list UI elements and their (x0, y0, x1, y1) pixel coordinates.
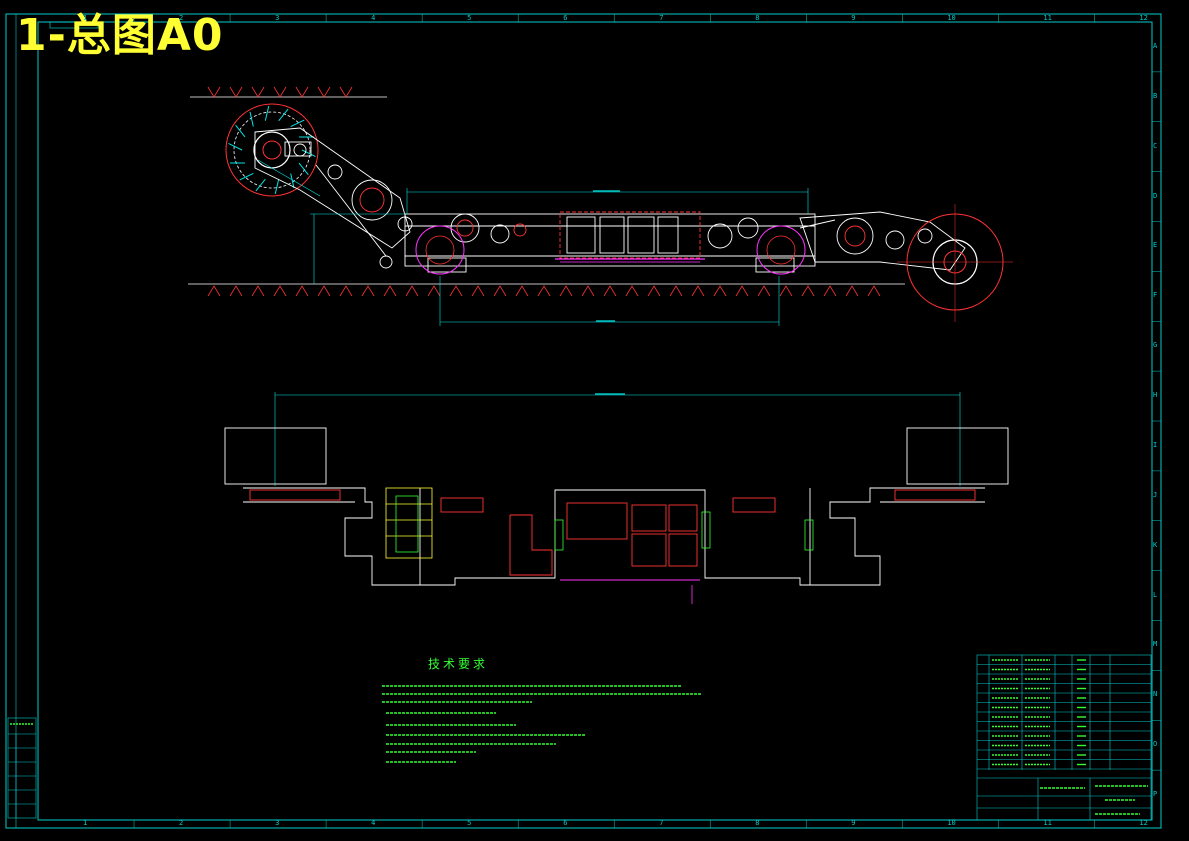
elevation-dimensions (257, 159, 809, 326)
grid-col-label-bottom: 2 (179, 819, 184, 827)
inner-frame (37, 21, 1153, 821)
grid-col-label-bottom: 1 (83, 819, 88, 827)
grid-col-label-bottom: 11 (1043, 819, 1052, 827)
right-cutting-drum (897, 204, 1013, 322)
grid-row-label: N (1153, 690, 1158, 699)
drawing-title: 1-总图A0 (16, 10, 224, 61)
grid-col-label-top: 3 (275, 14, 280, 22)
grid-col-label-top: 11 (1043, 14, 1052, 22)
left-ranging-arm (254, 127, 413, 269)
grid-row-label: H (1153, 391, 1158, 400)
grid-row-label: B (1153, 91, 1158, 100)
grid-col-label-top: 4 (371, 14, 376, 22)
left-drum-plan (224, 427, 327, 485)
grid-row-label: K (1153, 540, 1158, 549)
grid-col-label-top: 5 (467, 14, 472, 22)
grid-col-label-top: 2 (179, 14, 184, 22)
roof-hatching (207, 86, 353, 98)
grid-col-label-bottom: 8 (755, 819, 760, 827)
title-block (976, 654, 1152, 821)
grid-row-label: A (1153, 41, 1158, 50)
grid-col-label-top: 7 (659, 14, 664, 22)
grid-col-label-bottom: 12 (1139, 819, 1148, 827)
grid-col-label-top: 9 (851, 14, 856, 22)
shearer-body (404, 211, 816, 273)
grid-col-label-bottom: 3 (275, 819, 280, 827)
grid-col-label-bottom: 10 (947, 819, 956, 827)
annotation-placeholders (10, 190, 1148, 815)
grid-col-label-bottom: 9 (851, 819, 856, 827)
elevation-view (49, 21, 1013, 326)
grid-row-label: I (1153, 440, 1158, 449)
grid-row-label: D (1153, 191, 1158, 200)
grid-col-label-bottom: 7 (659, 819, 664, 827)
grid-col-label-top: 6 (563, 14, 568, 22)
tech-requirements-heading: 技术要求 (428, 657, 489, 671)
right-drum-plan (906, 427, 1009, 485)
grid-col-label-top: 10 (947, 14, 956, 22)
grid-row-label: M (1153, 640, 1158, 649)
grid-row-label: G (1153, 341, 1158, 350)
grid-row-label: O (1153, 740, 1158, 749)
grid-row-label: P (1153, 790, 1158, 799)
plan-view (224, 392, 1009, 604)
outer-frame (5, 13, 1162, 829)
grid-col-label-bottom: 4 (371, 819, 376, 827)
grid-row-label: L (1153, 590, 1158, 599)
grid-row-label: J (1153, 490, 1158, 499)
grid-col-label-top: 12 (1139, 14, 1148, 22)
grid-ticks (133, 14, 1161, 828)
grid-col-label-top: 8 (755, 14, 760, 22)
side-stamp-block (7, 717, 37, 819)
grid-row-label: F (1153, 291, 1158, 300)
right-ranging-arm (799, 211, 966, 271)
left-cutting-drum (225, 103, 319, 197)
walking-wheels (415, 225, 806, 275)
grid-col-label-top: 1 (83, 14, 88, 22)
grid-row-label: C (1153, 141, 1158, 150)
grid-col-label-bottom: 6 (563, 819, 568, 827)
grid-col-label-bottom: 5 (467, 819, 472, 827)
grid-row-label: E (1153, 241, 1158, 250)
floor-hatching (207, 285, 881, 297)
